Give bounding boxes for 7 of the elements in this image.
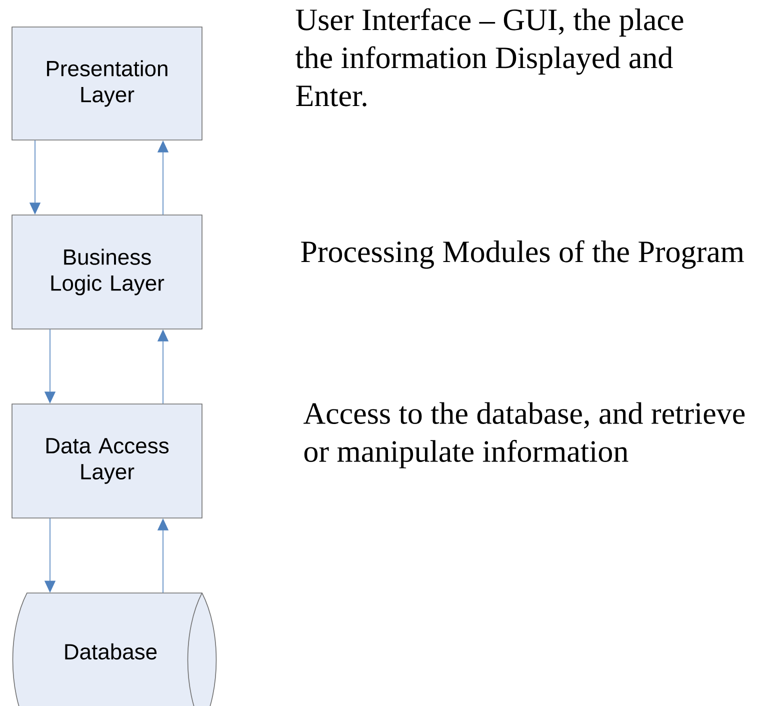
database-cylinder: Database	[12, 592, 217, 706]
layer-box: Data Access Layer	[12, 404, 202, 518]
description-text: User Interface – GUI, the place the information Displayed and Enter.	[296, 8, 684, 106]
description-text: Access to the database, and retrieve or manipulate information	[304, 402, 745, 468]
description-text: Processing Modules of the Program	[301, 240, 744, 269]
layer-box: Presentation Layer	[12, 26, 202, 140]
layer-box: Business Logic Layer	[12, 214, 202, 330]
